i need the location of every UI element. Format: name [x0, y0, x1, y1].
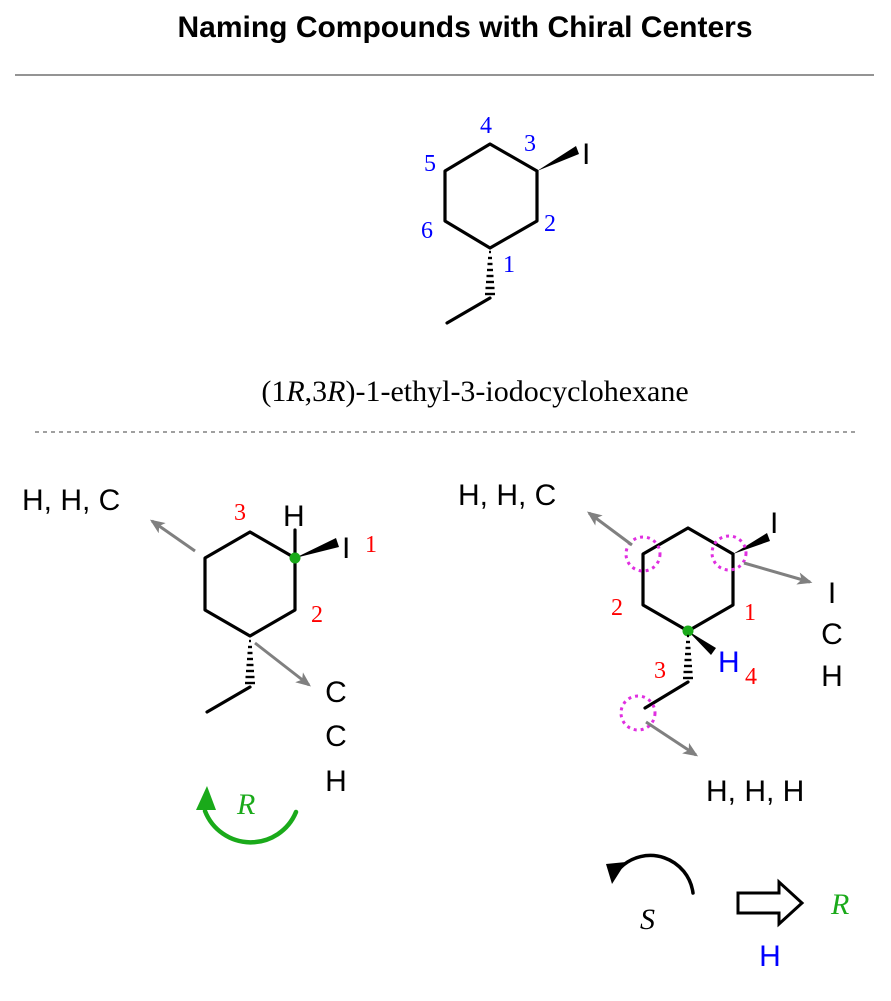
right-stack-i: I [828, 577, 836, 610]
top-wedge-bond [537, 146, 579, 171]
left-ethyl-bond [205, 685, 252, 714]
page-title: Naming Compounds with Chiral Centers [177, 11, 752, 44]
top-molecule: I 1 2 3 4 5 6 [421, 113, 590, 325]
right-molecule: I H H, H, C I C H H, H, H 1 2 [458, 479, 849, 973]
right-ethyl-bond [643, 680, 690, 710]
top-number-3: 3 [524, 131, 536, 157]
top-iodine-label: I [582, 138, 590, 171]
swap-h-note: H [759, 940, 781, 973]
right-h-wedge [688, 631, 716, 655]
top-hashed-bond [485, 250, 495, 296]
left-iodine-label: I [342, 532, 350, 565]
right-priority-1: 1 [744, 600, 756, 626]
right-priority-2: 2 [611, 595, 623, 621]
left-chiral-center-dot [289, 552, 301, 564]
right-arrow-upper-left [586, 511, 633, 547]
right-rotation-arrow [618, 853, 695, 895]
right-mark-circle-upper-right [710, 534, 748, 572]
left-molecule: H I H, H, C 1 2 3 C C H R [22, 484, 377, 845]
top-number-5: 5 [424, 151, 436, 177]
right-substituents-bottom: H, H, H [706, 775, 804, 808]
right-stack-h: H [821, 660, 843, 693]
swap-hollow-arrow [736, 878, 805, 928]
left-priority-2: 2 [311, 602, 323, 628]
right-ring [641, 526, 735, 633]
right-chiral-center-dot [682, 625, 694, 637]
right-mark-circle-upper-left [624, 535, 662, 573]
left-rotation-arrowhead [196, 786, 216, 810]
top-number-4: 4 [480, 113, 492, 139]
right-priority-4: 4 [745, 664, 757, 690]
right-hashed-bond [683, 634, 693, 680]
left-arrow-lower [254, 641, 311, 687]
left-stack-c1: C [325, 676, 347, 709]
right-h-label: H [718, 646, 740, 679]
right-arrow-ethyl [645, 720, 699, 757]
top-ethyl-bond [445, 296, 492, 325]
left-h-label: H [283, 500, 305, 533]
left-arrow-upper [149, 519, 196, 553]
left-priority-3: 3 [234, 500, 246, 526]
left-stack-h: H [325, 765, 347, 798]
left-ring [203, 530, 297, 638]
right-iodine-label: I [770, 507, 778, 540]
left-hashed-bond [245, 639, 255, 685]
top-number-6: 6 [421, 218, 433, 244]
right-substituents-top: H, H, C [458, 479, 556, 512]
left-wedge-bond [295, 538, 339, 558]
compound-name: (1R,3R)-1-ethyl-3-iodocyclohexane [261, 375, 688, 408]
right-mark-circle-ethyl [619, 694, 657, 732]
right-arrow-upper-right [743, 561, 813, 585]
left-rotation-label: R [236, 788, 255, 821]
right-stack-c: C [821, 618, 843, 651]
top-number-1: 1 [503, 252, 515, 278]
right-rotation-label: S [640, 903, 655, 936]
left-substituents-top: H, H, C [22, 484, 120, 517]
left-stack-c2: C [325, 720, 347, 753]
top-number-2: 2 [544, 211, 556, 237]
right-priority-3: 3 [654, 658, 666, 684]
top-ring [443, 142, 539, 250]
left-priority-1: 1 [365, 532, 377, 558]
left-rotation-arrow [202, 808, 299, 845]
right-wedge-bond [733, 533, 770, 554]
right-rotation-arrowhead [606, 862, 626, 884]
result-label: R [830, 888, 849, 921]
